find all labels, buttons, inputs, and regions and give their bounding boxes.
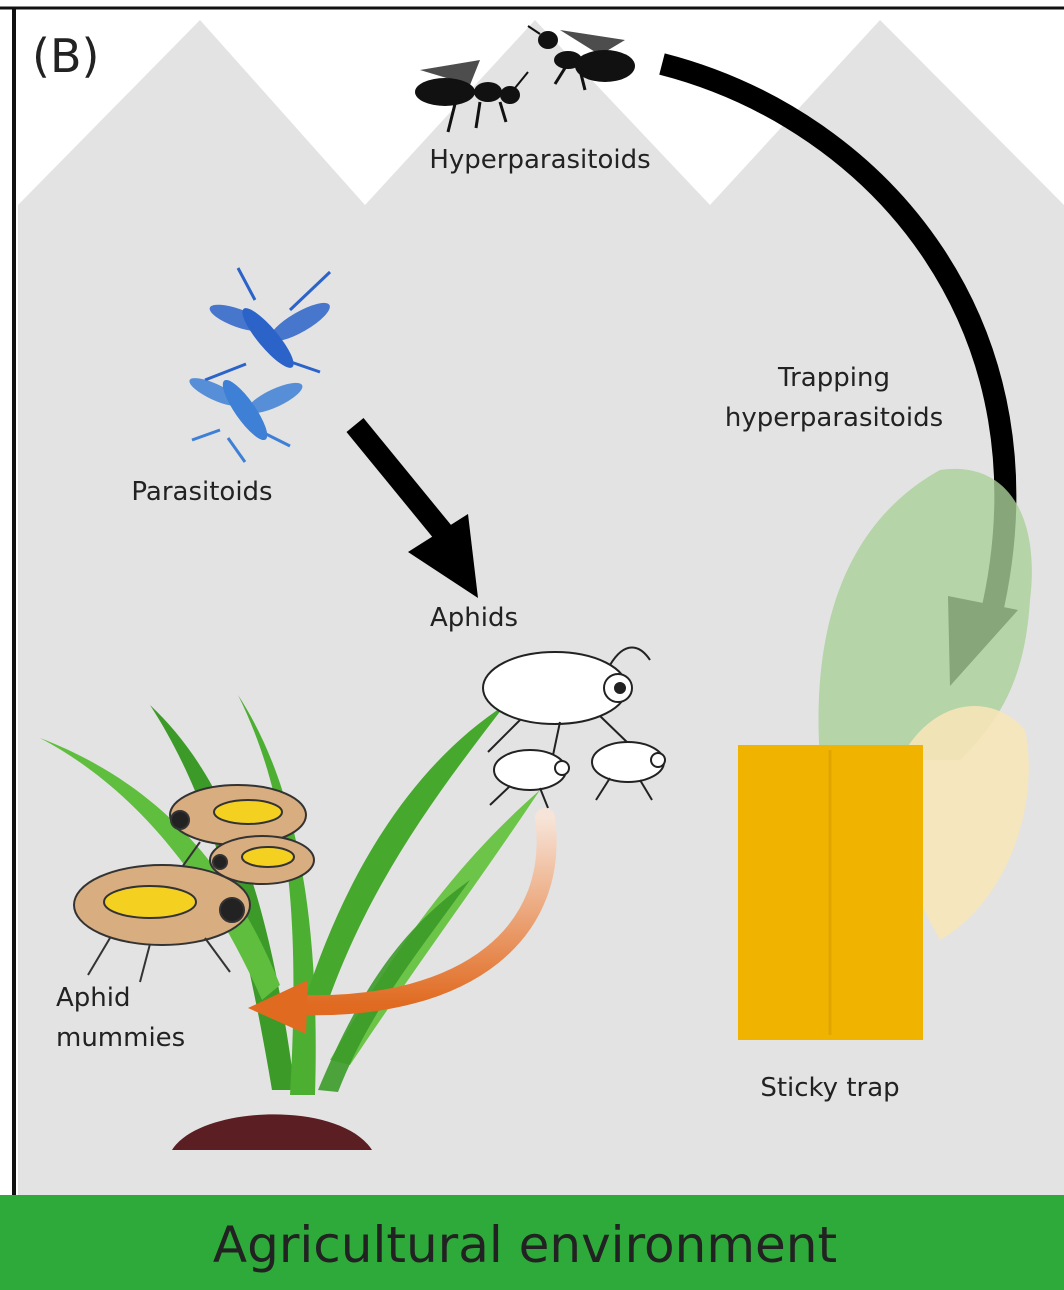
aphid-mummies-label-line1: Aphid [56,983,131,1013]
environment-banner-label: Agricultural environment [213,1216,837,1274]
trapping-label-line2: hyperparasitoids [725,403,943,433]
aphid-mummies-label-line2: mummies [56,1023,185,1053]
sticky-trap-label: Sticky trap [760,1073,899,1103]
panel-label: (B) [32,29,99,83]
hyperparasitoids-label: Hyperparasitoids [429,145,650,175]
trapping-label-line1: Trapping [777,363,890,393]
aphids-label: Aphids [430,603,518,633]
parasitoids-label: Parasitoids [131,477,272,507]
